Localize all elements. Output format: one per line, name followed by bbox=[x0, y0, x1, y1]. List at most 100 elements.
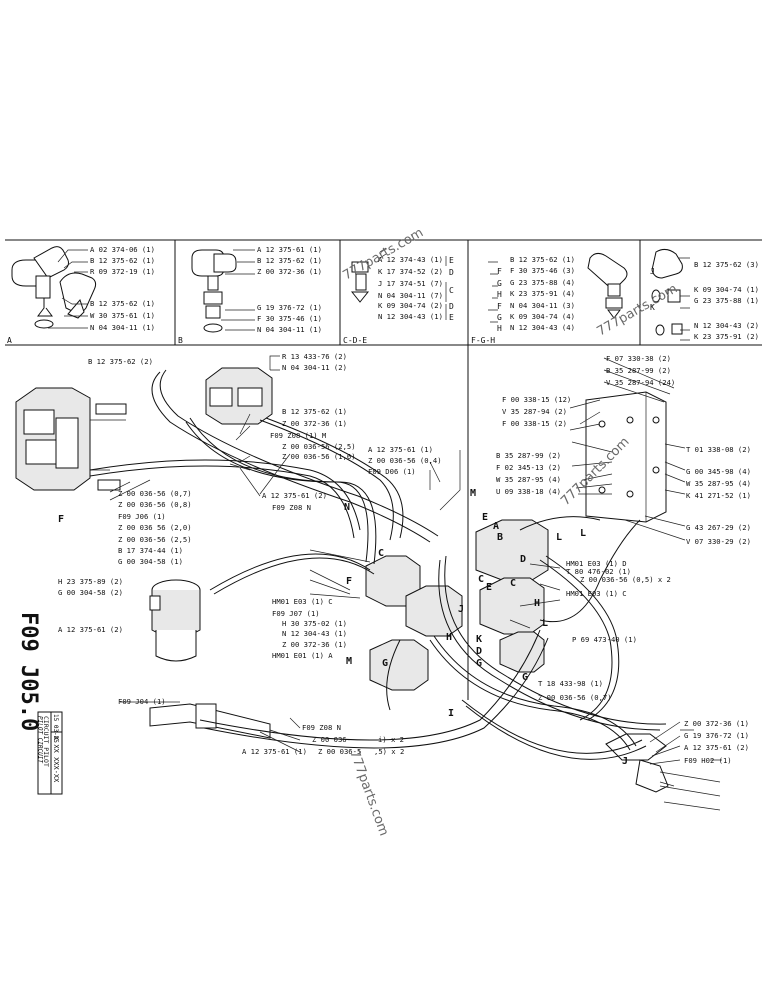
page-code: F09 J05.0 bbox=[16, 612, 41, 731]
part-code: B 12 375-62 (1) bbox=[90, 256, 155, 265]
section-label-fgh: F-G-H bbox=[471, 336, 495, 345]
ref-letter: F bbox=[58, 514, 64, 525]
callout: Z 00 036-56 (0,5) x 2 bbox=[580, 575, 671, 584]
ref-letter: G bbox=[382, 658, 388, 669]
callout: Z 00 036-56 (0,7) bbox=[538, 693, 612, 702]
callout: Z 00 036-56 (2,5) bbox=[282, 442, 356, 451]
group-letter: D bbox=[449, 302, 454, 311]
part-code: J 17 374-51 (7) bbox=[378, 279, 443, 288]
part-code: N 12 304-43 (2) bbox=[694, 321, 759, 330]
ref-letter: D bbox=[476, 646, 482, 657]
group-letter: H bbox=[497, 324, 502, 333]
doc-code: X XX XXX-XX bbox=[52, 736, 60, 783]
lower-right-cylinder bbox=[605, 729, 722, 793]
callout: F09 D06 (1) bbox=[368, 467, 416, 476]
callout: V 35 287-94 (2) bbox=[502, 407, 567, 416]
section-label-cde: C-D-E bbox=[343, 336, 367, 345]
watermark-text: 777parts.com bbox=[346, 748, 391, 838]
callout: A 12 375-61 (1) bbox=[368, 445, 433, 454]
callout: H 30 375-02 (1) bbox=[282, 619, 347, 628]
section-a-codes: A 02 374-06 (1) B 12 375-62 (1) R 09 372… bbox=[90, 245, 155, 332]
callouts-left: B 12 375-62 (2) R 13 433-76 (2) N 04 304… bbox=[58, 352, 356, 634]
callout: B 35 287-99 (2) bbox=[606, 366, 671, 375]
ref-letter: M bbox=[470, 488, 476, 499]
right-mount-plate bbox=[585, 391, 667, 523]
part-code: B 12 375-62 (1) bbox=[90, 299, 155, 308]
callout: G 43 267-29 (2) bbox=[686, 523, 751, 532]
part-code: K 09 304-74 (2) bbox=[378, 301, 443, 310]
section-jk-parts bbox=[651, 248, 683, 336]
group-letter: D bbox=[449, 268, 454, 277]
doc-title-fr: CIRCUIT PILOT bbox=[42, 716, 50, 767]
callout: A 12 375-61 (2) bbox=[58, 625, 123, 634]
callout: F09 J04 (1) bbox=[118, 697, 166, 706]
group-letter: E bbox=[449, 313, 454, 322]
callout: F09 J06 (1) bbox=[118, 512, 166, 521]
callout: H 23 375-89 (2) bbox=[58, 577, 123, 586]
callout: HM01 E03 (1) C bbox=[566, 589, 627, 598]
ref-letter: E bbox=[486, 582, 492, 593]
callout: B 12 375-62 (2) bbox=[88, 357, 153, 366]
header-frame bbox=[5, 239, 762, 700]
callout: Z 00 036-56 (0,4) bbox=[368, 456, 442, 465]
callout: Z 00 036- bbox=[312, 735, 351, 744]
callout: F09 J07 (1) bbox=[272, 609, 320, 618]
ref-letter: E bbox=[482, 512, 488, 523]
callout: F 00 338-15 (12) bbox=[502, 395, 571, 404]
section-label-k: K bbox=[650, 303, 655, 312]
part-code: N 04 304-11 (7) bbox=[378, 291, 443, 300]
part-code: N 12 304-43 (1) bbox=[378, 312, 443, 321]
callout: HM01 E03 (1) C bbox=[272, 597, 333, 606]
part-code: K 09 304-74 (1) bbox=[694, 285, 759, 294]
watermark-text: 777parts.com bbox=[595, 281, 681, 339]
section-labels: A B C-D-E F-G-H J K bbox=[7, 267, 655, 345]
callout: B 17 374-44 (1) bbox=[118, 546, 183, 555]
callout: F 00 338-15 (2) bbox=[502, 419, 567, 428]
lower-left-cylinder bbox=[149, 579, 201, 662]
leader-lines bbox=[48, 249, 721, 811]
section-label-b: B bbox=[178, 336, 183, 345]
ref-letter: H bbox=[534, 598, 540, 609]
part-code: G 19 376-72 (1) bbox=[257, 303, 322, 312]
callout: V 35 287-94 (24) bbox=[606, 378, 675, 387]
group-letter: F bbox=[497, 267, 502, 276]
callout: T 01 338-08 (2) bbox=[686, 445, 751, 454]
callout: F09 Z08 (1) M bbox=[270, 431, 327, 440]
part-code: A 12 374-43 (1) bbox=[378, 255, 443, 264]
ref-letter: C bbox=[478, 574, 484, 585]
doc-title-en: PILOT CIRCUIT bbox=[37, 716, 44, 763]
callout: Z 00 036-56 (0,7) bbox=[118, 489, 192, 498]
section-jk-codes: B 12 375-62 (3) K 09 304-74 (1) G 23 375… bbox=[694, 260, 759, 341]
callout: K 41 271-52 (1) bbox=[686, 491, 751, 500]
callout: i) x 2 bbox=[378, 735, 404, 744]
callout: W 35 287-95 (4) bbox=[496, 475, 561, 484]
callout: N 04 304-11 (2) bbox=[282, 363, 347, 372]
callout: P 69 473-40 (1) bbox=[572, 635, 637, 644]
callout: HM01 E03 (1) D bbox=[566, 559, 627, 568]
section-fgh-parts bbox=[587, 252, 628, 319]
callout: U 09 338-18 (4) bbox=[496, 487, 561, 496]
ref-letter: C bbox=[510, 578, 516, 589]
ref-letter: A bbox=[493, 521, 499, 532]
callout: T 18 433-98 (1) bbox=[538, 679, 603, 688]
ref-letter: F bbox=[346, 576, 352, 587]
part-code: A 12 375-61 (1) bbox=[257, 245, 322, 254]
group-letter: F bbox=[497, 302, 502, 311]
callout: Z 00 036-56 (0,8) bbox=[118, 500, 192, 509]
callout: F09 H02 (1) bbox=[684, 756, 732, 765]
ref-letter: N bbox=[344, 502, 350, 513]
group-letter: C bbox=[449, 286, 454, 295]
ref-letter: J bbox=[622, 756, 628, 767]
bottom-bar bbox=[149, 703, 271, 739]
ref-letter: G bbox=[476, 658, 482, 669]
section-b-parts bbox=[191, 249, 237, 333]
callout: F09 Z08 N bbox=[272, 503, 311, 512]
ref-letter: C bbox=[378, 548, 384, 559]
callout: B 35 287-99 (2) bbox=[496, 451, 561, 460]
center-manifolds bbox=[365, 519, 549, 691]
part-code: N 04 304-11 (1) bbox=[90, 323, 155, 332]
callout: A 12 375-61 (1) bbox=[242, 747, 307, 756]
callout: R 13 433-76 (2) bbox=[282, 352, 347, 361]
ref-letter: I bbox=[448, 708, 454, 719]
